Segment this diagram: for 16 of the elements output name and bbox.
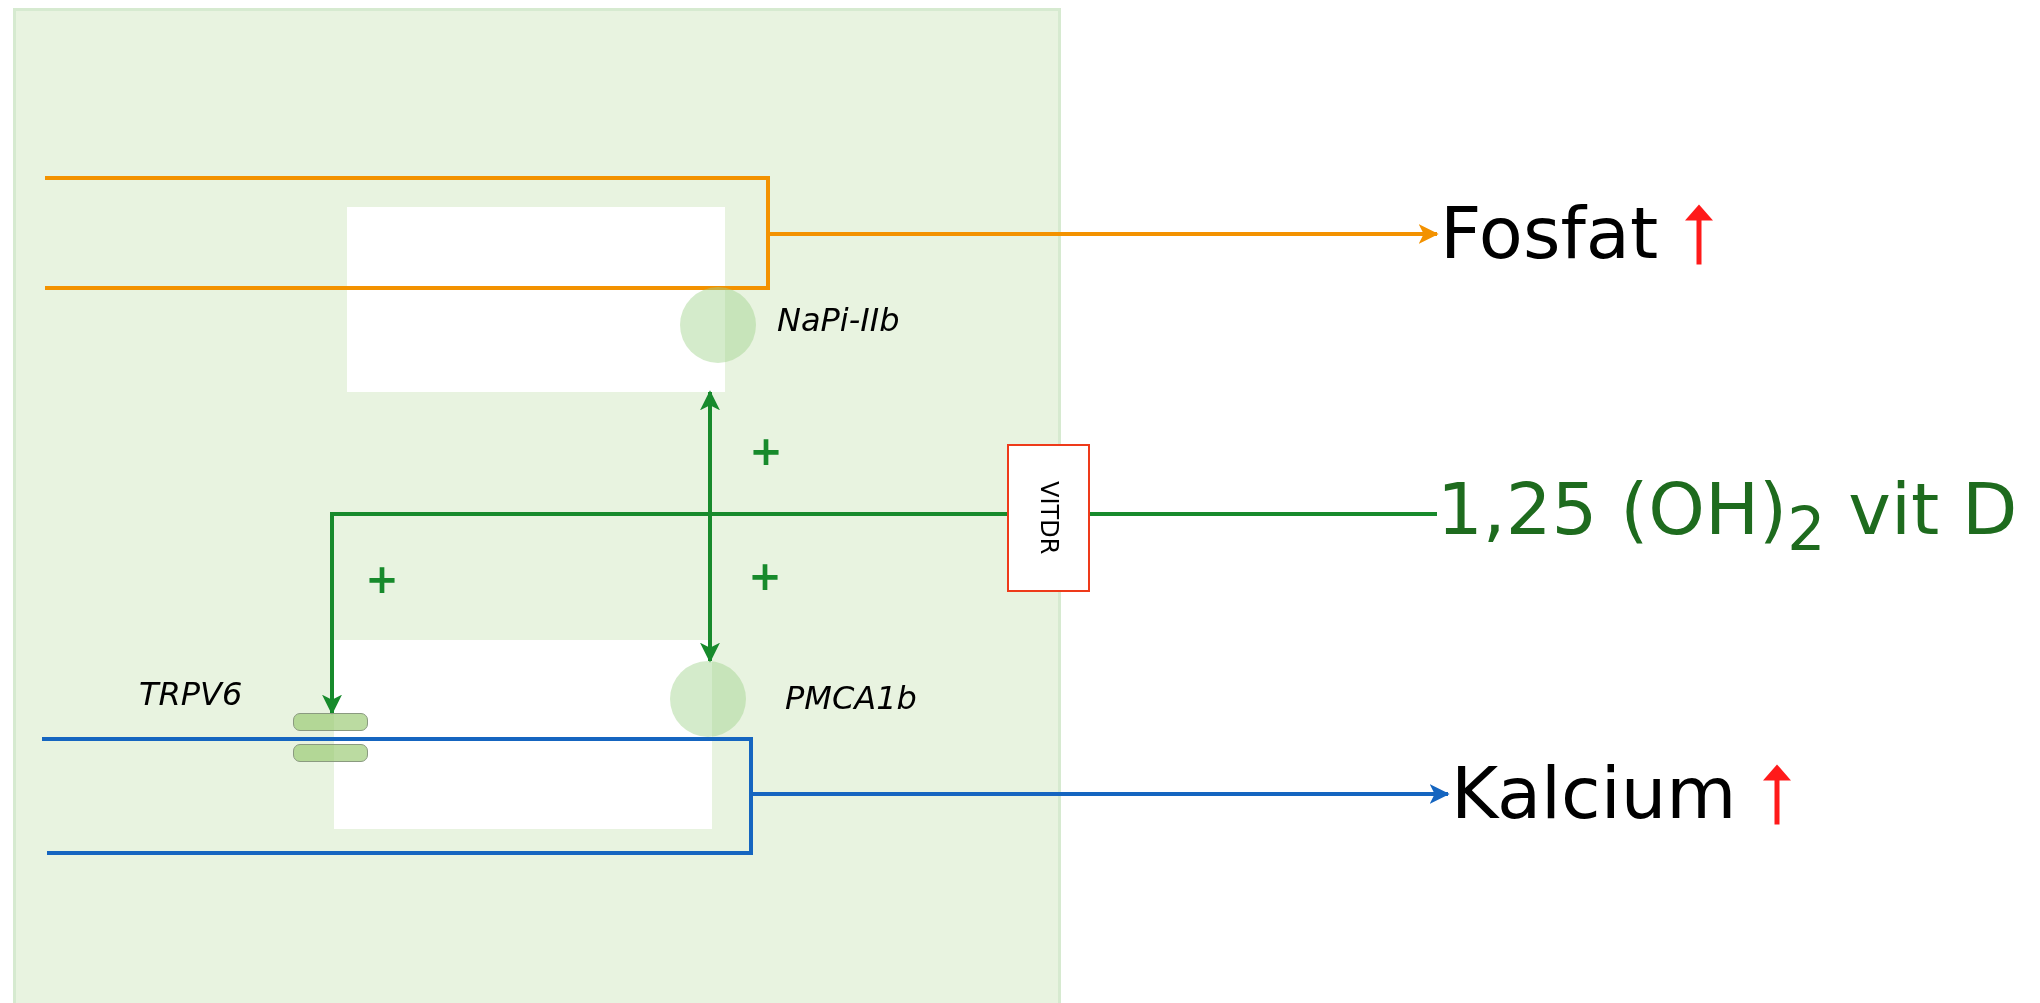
substance-label: Kalcium <box>1451 754 1737 834</box>
edge-label: + <box>365 557 399 601</box>
connector-line <box>1090 512 1437 516</box>
cell-box <box>347 207 725 392</box>
ion-channel-drawing <box>293 713 368 762</box>
hormone-label: 1,25 (OH)$_{2}$ vit D <box>1437 470 2018 562</box>
protein-label: TRPV6 <box>139 677 243 713</box>
arrow <box>43 176 1439 290</box>
arrow <box>40 737 1450 855</box>
cell-box <box>334 640 712 829</box>
protein-label: PMCA1b <box>785 681 917 717</box>
receptor-box: VITDR <box>1007 444 1090 592</box>
edge-label: + <box>748 554 782 598</box>
substance-label: Fosfat <box>1440 194 1659 274</box>
protein-label: NaPi-IIb <box>777 303 900 339</box>
edge-label: + <box>749 429 783 473</box>
